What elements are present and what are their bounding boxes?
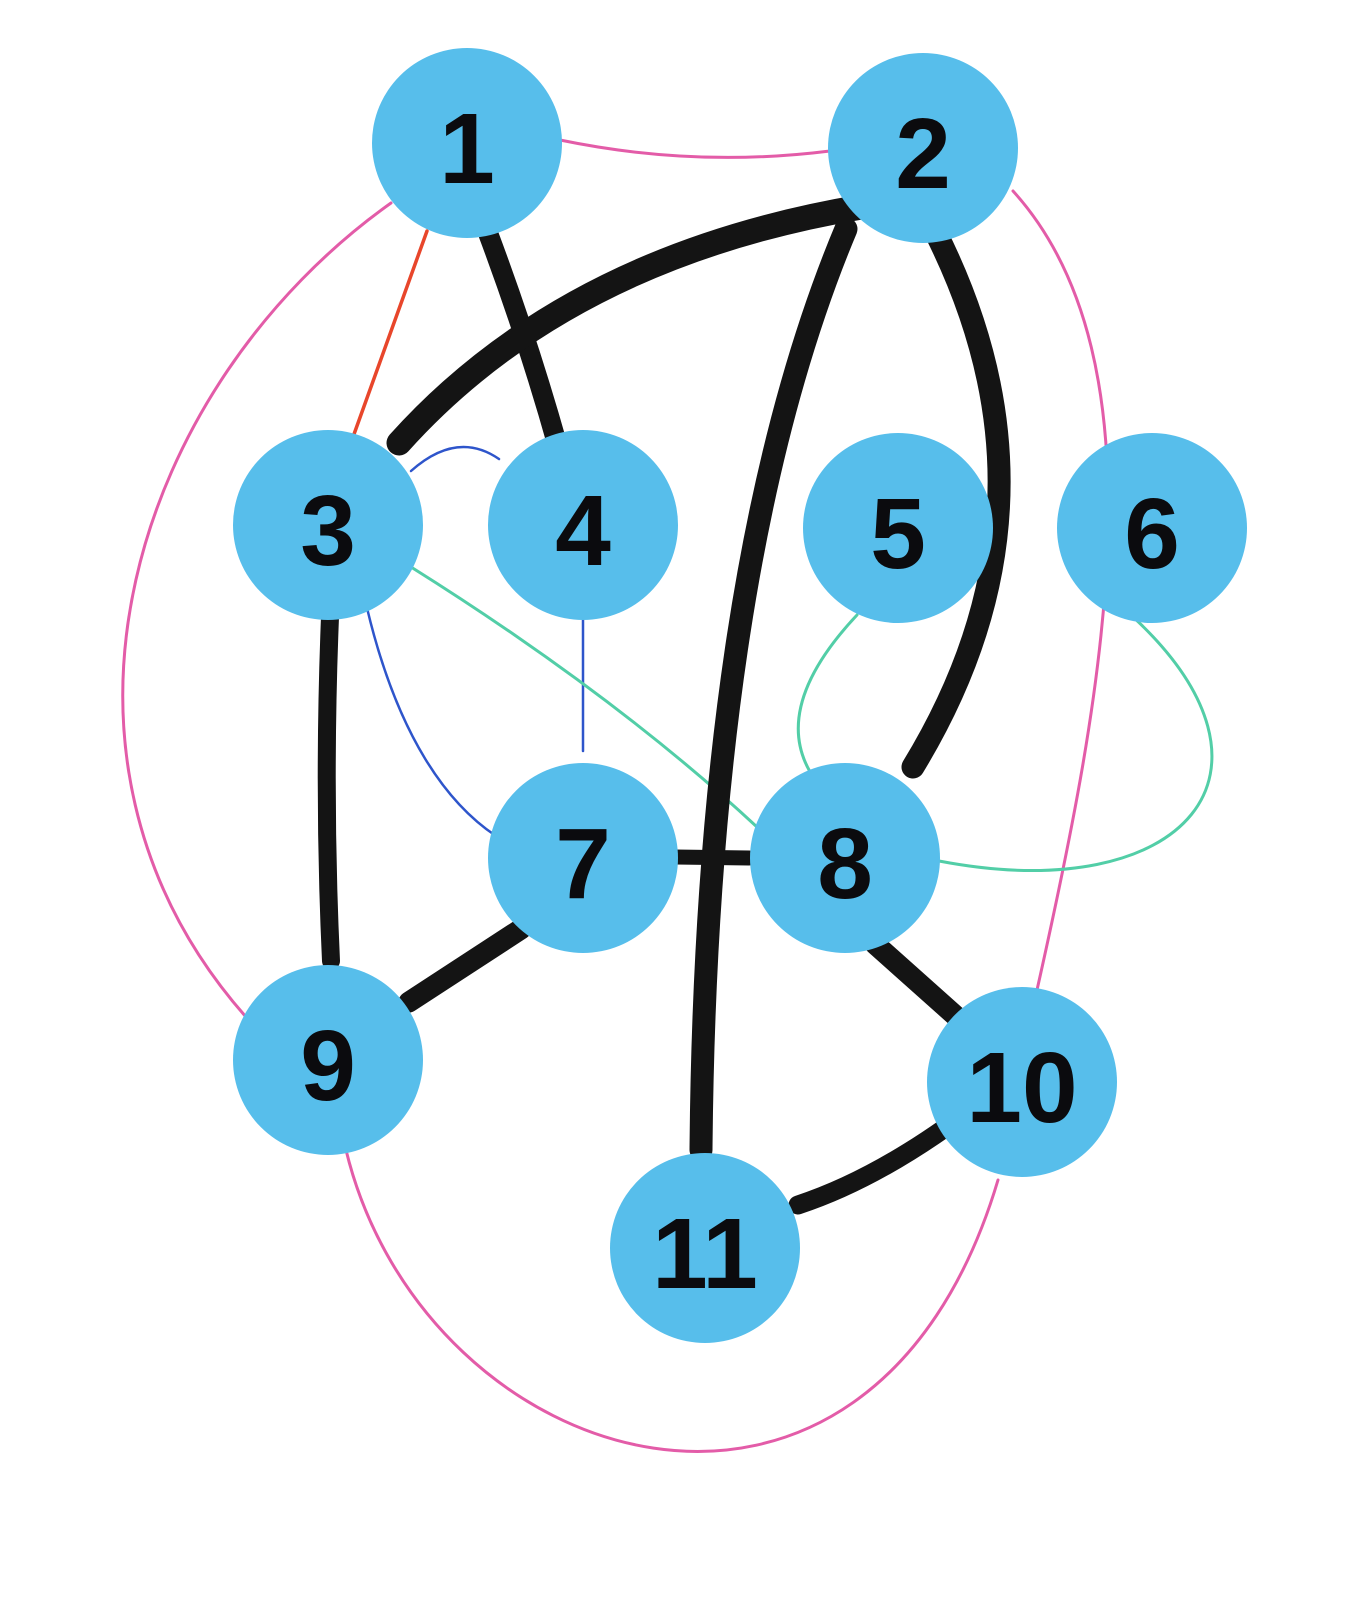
node-label-5: 5 [870, 478, 926, 590]
node-10: 10 [927, 987, 1117, 1177]
edge-8-10-brush [864, 933, 970, 1030]
node-label-10: 10 [966, 1032, 1077, 1144]
edge-7-8-brush [667, 849, 757, 866]
node-label-9: 9 [300, 1010, 356, 1122]
node-circle-4 [488, 430, 678, 620]
node-label-2: 2 [895, 98, 951, 210]
node-6: 6 [1057, 433, 1247, 623]
node-2: 2 [828, 53, 1018, 243]
node-7: 7 [488, 763, 678, 953]
node-label-1: 1 [439, 93, 495, 205]
edge-9-10 [344, 1148, 1000, 1453]
node-circle-2 [828, 53, 1018, 243]
node-circle-6 [1057, 433, 1247, 623]
node-circle-8 [750, 763, 940, 953]
node-circle-3 [233, 430, 423, 620]
node-label-8: 8 [817, 808, 873, 920]
edge-2-11-brush [689, 217, 858, 1162]
node-label-7: 7 [555, 808, 611, 920]
node-11: 11 [610, 1153, 800, 1343]
node-label-11: 11 [652, 1198, 758, 1310]
edge-7-9-brush [398, 918, 532, 1013]
node-1: 1 [372, 48, 562, 238]
edge-3-7 [365, 606, 498, 838]
node-circle-9 [233, 965, 423, 1155]
node-5: 5 [803, 433, 993, 623]
node-circle-5 [803, 433, 993, 623]
edge-1-3 [351, 229, 429, 439]
node-circle-1 [372, 48, 562, 238]
node-4: 4 [488, 430, 678, 620]
node-circle-10 [927, 987, 1117, 1177]
edge-2-3-brush [386, 194, 874, 456]
edge-3-9-brush [317, 608, 340, 970]
node-circle-7 [488, 763, 678, 953]
node-label-6: 6 [1124, 478, 1180, 590]
node-3: 3 [233, 430, 423, 620]
edge-3-4 [409, 445, 501, 473]
edge-10-11-brush [788, 1118, 955, 1215]
edge-5-8 [796, 613, 859, 783]
node-label-3: 3 [300, 475, 356, 587]
edge-1-9 [121, 201, 393, 1019]
edge-6-8 [937, 613, 1214, 872]
node-circle-11 [610, 1153, 800, 1343]
node-label-4: 4 [555, 475, 611, 587]
edge-1-2 [558, 138, 832, 159]
node-9: 9 [233, 965, 423, 1155]
edge-2-8-brush [901, 221, 1011, 779]
node-8: 8 [750, 763, 940, 953]
